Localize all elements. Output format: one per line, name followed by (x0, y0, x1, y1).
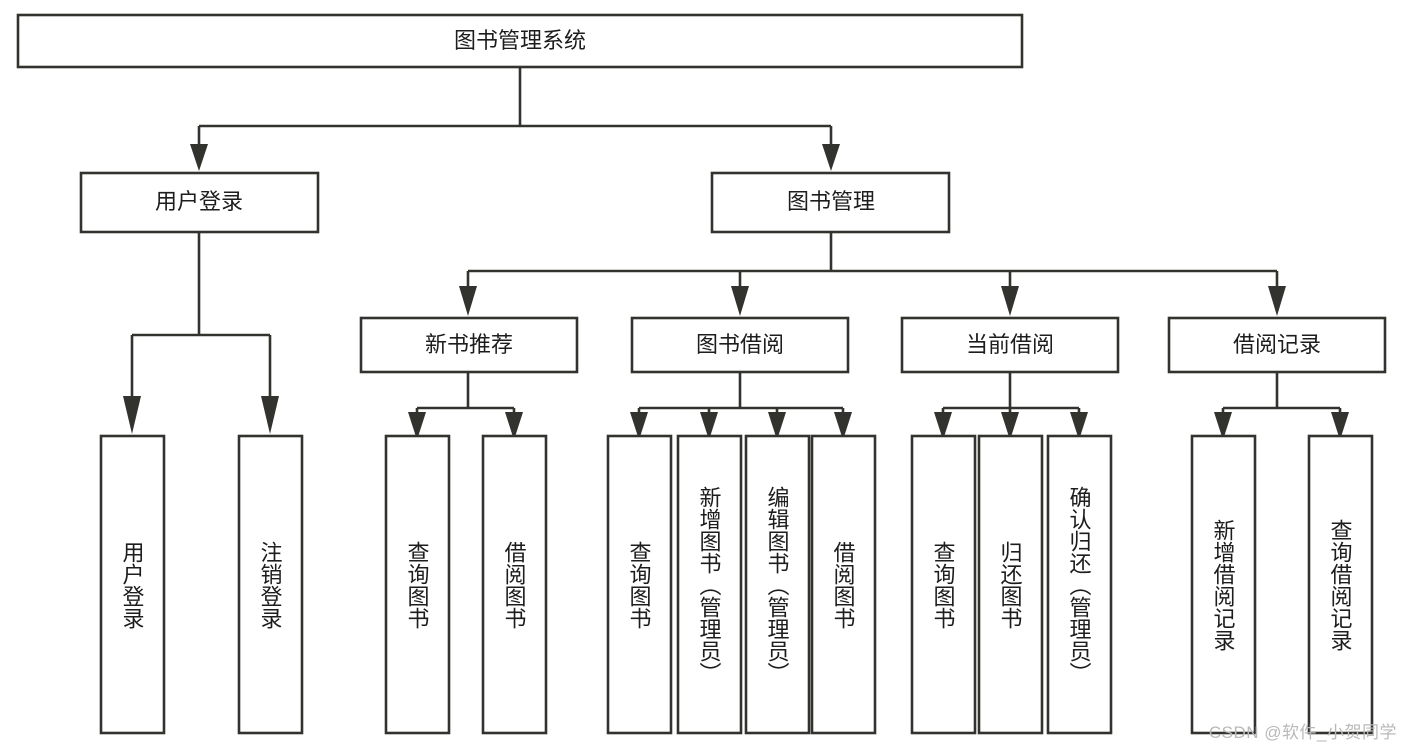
arrow-to-leaf-add-book (700, 412, 718, 440)
node-user-login-box[interactable] (79, 171, 320, 234)
node-book-borrow-label: 图书借阅 (696, 332, 784, 357)
arrow-to-new-book-rec (459, 286, 477, 316)
leaf-add-record-box[interactable] (1190, 434, 1257, 735)
node-root-label: 图书管理系统 (454, 28, 586, 53)
leaf-node-user-login[interactable]: 用户登录 (99, 434, 166, 735)
arrow-to-leaf-borrow-book-2 (834, 412, 852, 440)
arrow-to-current-borrow (1001, 286, 1019, 316)
leaf-query-book-2-label: 查询图书 (627, 541, 652, 629)
node-user-login-label: 用户登录 (155, 189, 243, 214)
leaf-borrow-book-1-box[interactable] (481, 434, 548, 735)
arrow-to-leaf-query-record (1331, 412, 1349, 440)
node-root-box[interactable] (16, 13, 1024, 69)
node-new-book-rec-box[interactable] (359, 316, 579, 374)
leaf-node-query-book-1[interactable]: 查询图书 (384, 434, 451, 735)
arrow-to-leaf-user-logout (261, 396, 279, 434)
arrow-to-user-login (190, 144, 208, 171)
arrow-to-leaf-edit-book (768, 412, 786, 440)
arrow-to-book-manage (822, 144, 840, 171)
leaf-query-record-label: 查询借阅记录 (1328, 519, 1353, 651)
node-current-borrow-label: 当前借阅 (966, 332, 1054, 357)
leaf-node-add-book[interactable]: 新增图书（管理员） (676, 434, 743, 735)
arrow-to-leaf-confirm-return (1070, 412, 1088, 440)
leaf-edit-book-box[interactable] (744, 434, 811, 735)
leaf-query-book-3-box[interactable] (910, 434, 977, 735)
leaf-add-book-label: 新增图书（管理员） (697, 486, 722, 684)
leaf-query-book-1-label: 查询图书 (405, 541, 430, 629)
node-new-book-rec[interactable]: 新书推荐 (359, 316, 579, 374)
leaf-borrow-book-2-box[interactable] (810, 434, 877, 735)
leaf-user-login-label: 用户登录 (120, 541, 145, 629)
leaf-confirm-return-label: 确认归还（管理员） (1067, 486, 1092, 684)
leaf-node-user-logout[interactable]: 注销登录 (237, 434, 304, 735)
node-root[interactable]: 图书管理系统 (16, 13, 1024, 69)
node-new-book-rec-label: 新书推荐 (425, 332, 513, 357)
leaf-add-record-label: 新增借阅记录 (1211, 519, 1236, 651)
node-borrow-record-box[interactable] (1167, 316, 1387, 374)
leaf-return-book-label: 归还图书 (998, 541, 1023, 629)
arrow-to-leaf-add-record (1214, 412, 1232, 440)
node-current-borrow[interactable]: 当前借阅 (900, 316, 1120, 374)
leaf-query-book-3-label: 查询图书 (931, 541, 956, 629)
leaf-query-book-1-box[interactable] (384, 434, 451, 735)
arrow-to-leaf-return-book (1001, 412, 1019, 440)
arrow-to-borrow-record (1268, 286, 1286, 316)
csdn-watermark: CSDN @软件_小贺同学 (1208, 723, 1397, 742)
leaf-user-login-box[interactable] (99, 434, 166, 735)
node-user-login[interactable]: 用户登录 (79, 171, 320, 234)
arrow-to-leaf-query-book-2 (630, 412, 648, 440)
leaf-return-book-box[interactable] (977, 434, 1044, 735)
arrow-to-leaf-borrow-book-1 (505, 412, 523, 440)
node-borrow-record-label: 借阅记录 (1233, 332, 1321, 357)
leaf-node-edit-book[interactable]: 编辑图书（管理员） (744, 434, 811, 735)
leaf-node-borrow-book-2[interactable]: 借阅图书 (810, 434, 877, 735)
arrow-to-leaf-query-book-3 (934, 412, 952, 440)
node-borrow-record[interactable]: 借阅记录 (1167, 316, 1387, 374)
leaf-add-book-box[interactable] (676, 434, 743, 735)
arrow-to-leaf-query-book-1 (408, 412, 426, 440)
leaf-node-confirm-return[interactable]: 确认归还（管理员） (1046, 434, 1113, 735)
node-book-borrow-box[interactable] (630, 316, 850, 374)
leaf-borrow-book-2-label: 借阅图书 (831, 541, 856, 629)
leaf-query-book-2-box[interactable] (606, 434, 673, 735)
leaf-user-logout-box[interactable] (237, 434, 304, 735)
node-book-manage-box[interactable] (710, 171, 951, 234)
arrow-to-book-borrow (731, 286, 749, 316)
leaf-node-query-record[interactable]: 查询借阅记录 (1307, 434, 1374, 735)
leaf-confirm-return-box[interactable] (1046, 434, 1113, 735)
leaf-node-query-book-2[interactable]: 查询图书 (606, 434, 673, 735)
leaf-query-record-box[interactable] (1307, 434, 1374, 735)
connector-layer (123, 67, 1349, 440)
leaf-user-logout-label: 注销登录 (258, 541, 283, 629)
leaf-node-return-book[interactable]: 归还图书 (977, 434, 1044, 735)
arrow-to-leaf-user-login (123, 396, 141, 434)
node-current-borrow-box[interactable] (900, 316, 1120, 374)
node-book-manage[interactable]: 图书管理 (710, 171, 951, 234)
node-book-borrow[interactable]: 图书借阅 (630, 316, 850, 374)
leaf-edit-book-label: 编辑图书（管理员） (765, 486, 790, 684)
leaf-node-borrow-book-1[interactable]: 借阅图书 (481, 434, 548, 735)
leaf-node-add-record[interactable]: 新增借阅记录 (1190, 434, 1257, 735)
leaf-borrow-book-1-label: 借阅图书 (502, 541, 527, 629)
node-book-manage-label: 图书管理 (787, 189, 875, 214)
leaf-node-query-book-3[interactable]: 查询图书 (910, 434, 977, 735)
